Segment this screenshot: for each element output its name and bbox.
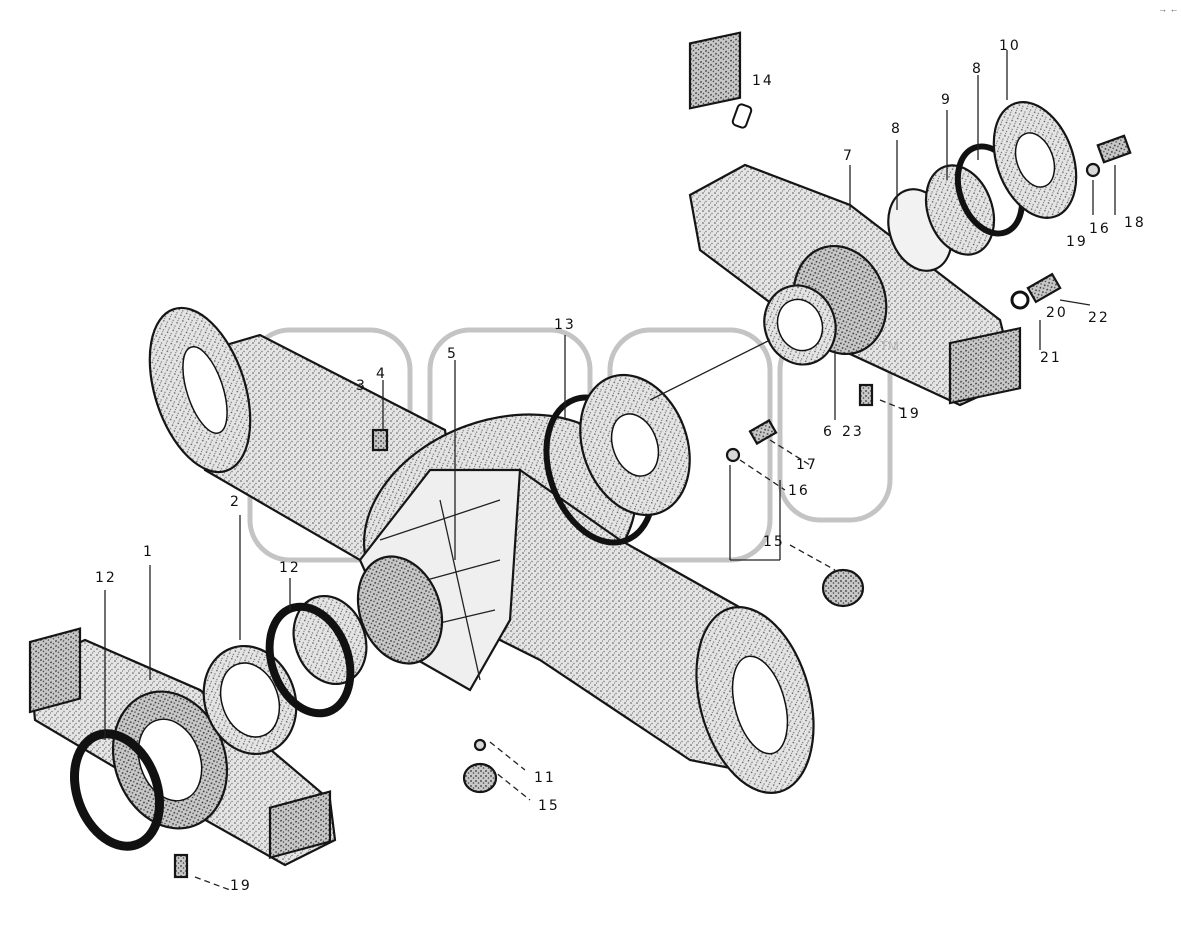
callout-12b: 12: [279, 560, 301, 576]
callout-1: 1: [143, 544, 154, 560]
callout-8b: 8: [972, 61, 983, 77]
callout-21: 21: [1040, 350, 1062, 366]
pin-14: [731, 103, 753, 129]
washer-21: [1010, 290, 1030, 310]
callout-19b: 19: [899, 406, 921, 422]
callout-15a: 15: [763, 534, 785, 550]
corner-mark: → ←: [1158, 4, 1179, 14]
washer-16b: [725, 447, 741, 463]
plug-15-right: [821, 568, 865, 608]
leader-lines: [104, 50, 1116, 891]
callout-12a: 12: [95, 570, 117, 586]
callout-8a: 8: [891, 121, 902, 137]
callout-14: 14: [752, 73, 774, 89]
washer-16: [1085, 162, 1101, 178]
callout-15b: 15: [538, 798, 560, 814]
callout-23: 23: [842, 424, 864, 440]
callout-18: 18: [1124, 215, 1146, 231]
axle-housing: [148, 306, 815, 794]
left-trunnion-bracket: [28, 627, 337, 867]
callout-7: 7: [843, 148, 854, 164]
callout-6: 6: [823, 424, 834, 440]
bolt-18: [1096, 134, 1132, 164]
callout-2: 2: [230, 494, 241, 510]
callout-9: 9: [941, 92, 952, 108]
callout-4: 4: [376, 366, 387, 382]
plug-15-bottom: [462, 762, 498, 794]
left-seal-12: [69, 729, 165, 851]
callout-5: 5: [447, 346, 458, 362]
callout-3: 3: [356, 378, 367, 394]
callout-19c: 19: [230, 878, 252, 894]
plug-17: [748, 418, 778, 446]
callout-20: 20: [1046, 305, 1068, 321]
watermark-text: TM: [880, 338, 899, 353]
callout-16a: 16: [1089, 221, 1111, 237]
callout-13: 13: [554, 317, 576, 333]
callout-10: 10: [999, 38, 1021, 54]
washer-11: [473, 738, 487, 752]
callout-11: 11: [534, 770, 556, 786]
callout-22: 22: [1088, 310, 1110, 326]
callout-17: 17: [796, 457, 818, 473]
inner-seal-12: [265, 602, 355, 718]
breather-3-4: [371, 428, 389, 452]
callout-16b: 16: [788, 483, 810, 499]
nipple-19-right: [858, 383, 874, 407]
nipple-19-left: [173, 853, 189, 879]
plate-9: [924, 164, 996, 256]
callout-19a: 19: [1066, 234, 1088, 250]
bolt-20: [1026, 272, 1062, 304]
